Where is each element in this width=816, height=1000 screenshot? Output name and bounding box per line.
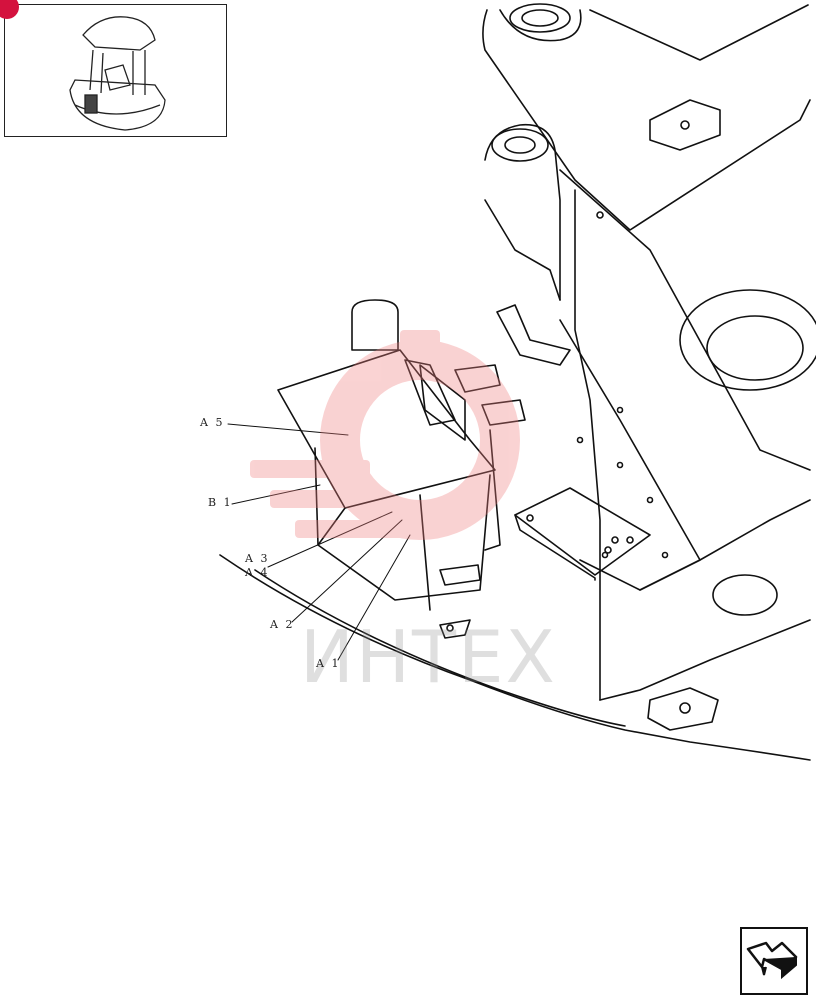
leader-b1 [231,484,321,505]
hole [596,211,604,219]
boom-pin-mid-inner [504,136,536,154]
mount-bracket [496,304,571,366]
lower-clip-2 [439,619,471,639]
lower-frame-2 [599,619,811,701]
hole [446,624,454,632]
watermark-text: ИНТЕХ [300,615,557,699]
excavator-cab-icon [69,16,166,131]
hole [616,461,624,469]
lower-clip [439,564,481,586]
watermark-logo [250,330,520,540]
lower-frame-hole [712,574,778,616]
hole [616,406,624,414]
hole [576,436,584,444]
thumbnail-locator [0,0,227,137]
hole [680,120,690,130]
boom-pin-top [509,3,571,33]
boom-pin-mid [491,128,549,162]
callout-a3: A 3 [245,552,270,565]
hole [611,536,619,544]
frame-upper [482,9,811,231]
tank-top-cylinder [351,299,399,351]
battery-box-side [317,507,346,546]
main-rail [559,169,811,471]
bracket-right [484,429,501,551]
leader-a1 [337,534,411,661]
navigation-return-button[interactable] [740,927,808,995]
thumbnail-badge [0,0,19,19]
hole [646,496,654,504]
frame-pad-1 [649,99,721,151]
callout-a4: A 4 [245,566,270,579]
cover-plate-cutout [404,359,456,426]
callout-a5: A 5 [200,416,225,429]
callout-a1: A 1 [316,657,341,670]
hold-down-tab-2 [481,399,526,426]
hole [626,536,634,544]
boom-bracket [484,123,561,301]
base-platform-edge [219,554,811,761]
frame-upper-2 [589,4,809,61]
leader-a5 [227,423,349,436]
hold-down-tab-1 [454,364,501,393]
plate-right [514,487,651,576]
battery-box-edge [419,494,431,611]
frame-pad-2 [647,687,719,731]
leader-a2 [291,519,403,623]
callout-a2: A 2 [270,618,295,631]
plate-right-side [514,514,596,581]
lower-frame [639,499,811,591]
hole [604,546,612,554]
hole [601,551,609,559]
arrow-return-icon [746,941,798,980]
boom-mount-top [499,9,582,42]
battery-box [314,447,491,601]
boom-pin-top-inner [521,9,559,27]
hole [526,514,534,522]
rail-edge [574,189,601,701]
base-platform-edge-inner [254,569,626,727]
callout-b1: B 1 [208,496,233,509]
hole [679,702,691,714]
cover-plate-a5 [277,349,496,509]
cover-plate-flap [419,364,466,441]
swing-bearing-outer [679,289,816,391]
cylinder-bracket [484,199,561,301]
leader-a3-a4 [267,511,393,568]
hole [661,551,669,559]
swing-bearing-inner [706,315,804,381]
